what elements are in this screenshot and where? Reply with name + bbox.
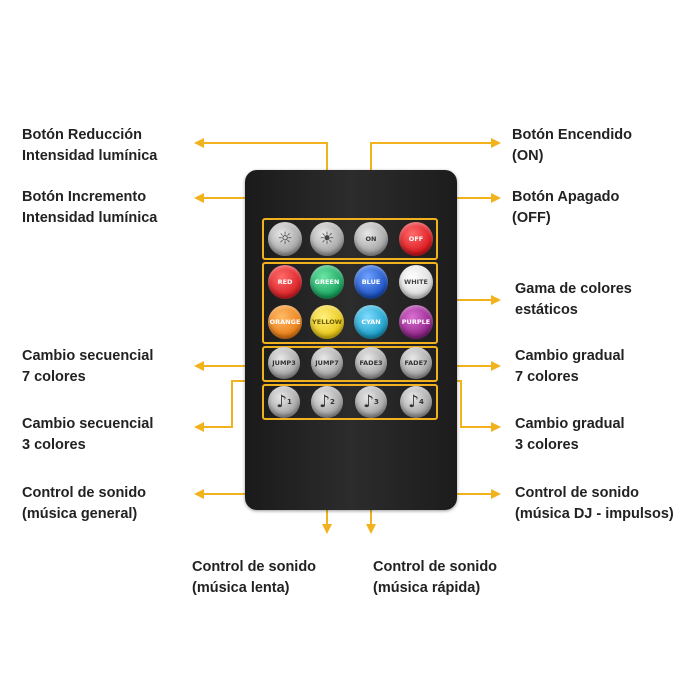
music-4-button[interactable]: ♪4 (400, 386, 432, 418)
label-off: Botón Apagado(OFF) (512, 189, 620, 226)
jump3-button[interactable]: JUMP3 (268, 347, 300, 379)
fade7-button[interactable]: FADE7 (400, 347, 432, 379)
music-2-button[interactable]: ♪2 (311, 386, 343, 418)
purple-button[interactable]: PURPLE (399, 305, 433, 339)
brightness-down-icon: ☼ (277, 229, 293, 249)
frame-music (262, 384, 438, 420)
music-note-icon: ♪ (363, 392, 374, 412)
yellow-button[interactable]: YELLOW (310, 305, 344, 339)
label-sound-dj: Control de sonido(música DJ - impulsos) (515, 485, 674, 522)
off-button[interactable]: OFF (399, 222, 433, 256)
label-on: Botón Encendido(ON) (512, 127, 633, 164)
music-3-button[interactable]: ♪3 (355, 386, 387, 418)
frame-brightness-power (262, 218, 438, 260)
music-2-label: 2 (329, 398, 335, 406)
music-3-label: 3 (373, 398, 379, 406)
cyan-button[interactable]: CYAN (354, 305, 388, 339)
label-sound-fast: Control de sonido(música rápida) (373, 559, 498, 596)
brightness-up-button[interactable]: ☀ (310, 222, 344, 256)
music-note-icon: ♪ (276, 392, 287, 412)
music-4-label: 4 (418, 398, 424, 406)
blue-button[interactable]: BLUE (354, 265, 388, 299)
frame-modes (262, 346, 438, 382)
music-1-label: 1 (286, 398, 292, 406)
white-button[interactable]: WHITE (399, 265, 433, 299)
green-button[interactable]: GREEN (310, 265, 344, 299)
label-sound-slow: Control de sonido(música lenta) (192, 559, 317, 596)
red-button[interactable]: RED (268, 265, 302, 299)
frame-colors (262, 262, 438, 344)
label-sound-general: Control de sonido(música general) (22, 485, 147, 522)
fade3-button[interactable]: FADE3 (355, 347, 387, 379)
brightness-down-button[interactable]: ☼ (268, 222, 302, 256)
brightness-up-icon: ☀ (319, 229, 335, 249)
music-note-icon: ♪ (319, 392, 330, 412)
on-button[interactable]: ON (354, 222, 388, 256)
music-1-button[interactable]: ♪1 (268, 386, 300, 418)
music-note-icon: ♪ (408, 392, 419, 412)
jump7-button[interactable]: JUMP7 (311, 347, 343, 379)
orange-button[interactable]: ORANGE (268, 305, 302, 339)
